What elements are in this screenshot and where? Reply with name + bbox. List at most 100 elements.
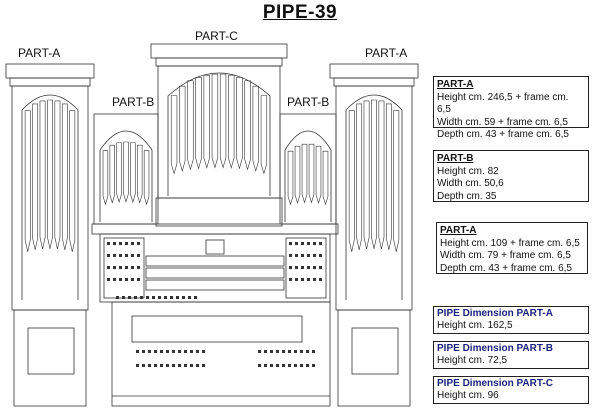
right-tower-cornice	[329, 63, 419, 79]
console-stop-knob	[190, 364, 193, 367]
organ-pipe	[39, 100, 46, 250]
console-stop-knob	[131, 266, 134, 269]
console-stop-knob	[300, 364, 303, 367]
console-stop-knob	[288, 364, 291, 367]
console-stop-knob	[160, 364, 163, 367]
console-stop-knob	[301, 254, 304, 257]
organ-pipe	[322, 150, 329, 206]
spec-box-part-a-2: PART-A Height cm. 109 + frame cm. 6,5 Wi…	[436, 222, 588, 274]
organ-pipe	[195, 76, 202, 170]
console-stop-knob	[131, 278, 134, 281]
console-stop-knob	[164, 296, 167, 299]
console-stop-knob	[276, 364, 279, 367]
left-tower-body	[11, 85, 89, 311]
organ-pipe	[219, 73, 227, 169]
label-part-b-right: PART-B	[287, 95, 330, 109]
console-stop-knob	[276, 350, 279, 353]
console-stop-knob	[119, 254, 122, 257]
console-stop-knob	[270, 364, 273, 367]
console-stop-knob	[295, 242, 298, 245]
organ-pipe	[61, 103, 68, 250]
organ-pipe	[315, 145, 322, 205]
console-stop-knob	[172, 364, 175, 367]
console-stop-knob	[313, 278, 316, 281]
console-stop-knob	[319, 254, 322, 257]
console-stop-knob	[282, 364, 285, 367]
console-stop-knob	[264, 350, 267, 353]
console-stop-knob	[300, 350, 303, 353]
organ-pipe	[69, 110, 76, 252]
spec-line: Depth cm. 43 + frame cm. 6,5	[440, 262, 572, 274]
left-tower-panel	[27, 327, 75, 375]
console-stop-knob	[319, 266, 322, 269]
console-stop-knob	[128, 296, 131, 299]
console-stop-knob	[119, 266, 122, 269]
organ-pipe	[236, 76, 243, 170]
console-stop-knob	[289, 266, 292, 269]
console-stop-knob	[154, 364, 157, 367]
console-stop-knob	[116, 296, 119, 299]
organ-pipe	[393, 110, 400, 252]
left-flat	[93, 113, 159, 225]
console-stop-knob	[184, 364, 187, 367]
console-stop-knob	[295, 254, 298, 257]
console-stop-knob	[194, 296, 197, 299]
left-tower-base	[13, 309, 87, 407]
organ-pipe	[348, 110, 355, 252]
console-stop-knob	[182, 296, 185, 299]
console-stop-knob	[188, 296, 191, 299]
console-stop-knob	[125, 266, 128, 269]
console-stop-knob	[137, 278, 140, 281]
console-stop-knob	[289, 278, 292, 281]
label-part-a-left: PART-A	[18, 46, 61, 60]
pipe-dimension-line: Height cm. 162,5	[437, 320, 513, 331]
console-stop-knob	[312, 350, 315, 353]
organ-pipe	[308, 143, 315, 204]
console-stop-knob	[137, 254, 140, 257]
console-stop-knob	[107, 242, 110, 245]
console-stop-knob	[307, 242, 310, 245]
console-stop-knob	[282, 350, 285, 353]
organ-pipe	[187, 80, 194, 171]
spec-line: Depth cm. 35	[437, 190, 497, 202]
console-stop-knob	[306, 350, 309, 353]
spec-line: Width cm. 59 + frame cm. 6,5	[437, 116, 568, 128]
console-stop-knob	[294, 350, 297, 353]
pipe-dimension-line: Height cm. 72,5	[437, 355, 508, 366]
console-stop-knob	[295, 278, 298, 281]
right-tower-base	[337, 309, 411, 407]
console-stop-knob	[313, 242, 316, 245]
console-stop-knob	[313, 266, 316, 269]
console-stop-knob	[166, 350, 169, 353]
console-stop-knob	[125, 254, 128, 257]
organ-pipe	[203, 74, 210, 169]
console-stop-knob	[307, 278, 310, 281]
label-part-a-right: PART-A	[365, 46, 408, 60]
organ-pipe	[47, 99, 53, 249]
spec-line: Depth cm. 43 + frame cm. 6,5	[437, 129, 569, 140]
console-stop-knob	[152, 296, 155, 299]
console-stop-knob	[301, 278, 304, 281]
pipe-dimension-part-a: PIPE Dimension PART-A Height cm. 162,5	[433, 306, 589, 334]
console-stop-knob	[158, 296, 161, 299]
spec-line: Height cm. 246,5 + frame cm. 6,5	[437, 91, 569, 116]
console-stop-knob	[270, 350, 273, 353]
console-stop-knob	[170, 296, 173, 299]
left-tower-arch	[21, 94, 79, 300]
console-stop-knob	[202, 350, 205, 353]
organ-pipe	[130, 142, 136, 204]
page-title: PIPE-39	[262, 2, 338, 23]
spec-box-header: PART-B	[437, 153, 474, 164]
console-stop-knob	[142, 350, 145, 353]
right-tower-panel	[351, 327, 399, 375]
console-stop-knob	[319, 278, 322, 281]
console-stop-knob	[301, 266, 304, 269]
console-stop-knob	[113, 254, 116, 257]
console-stop-knob	[258, 350, 261, 353]
spec-line: Height cm. 109 + frame cm. 6,5	[440, 237, 580, 249]
organ-pipe	[179, 85, 186, 173]
organ-pipe	[54, 100, 61, 250]
organ-pipe	[371, 99, 377, 249]
console-stop-knob	[319, 242, 322, 245]
pipe-dimension-header: PIPE Dimension PART-C	[437, 378, 553, 389]
